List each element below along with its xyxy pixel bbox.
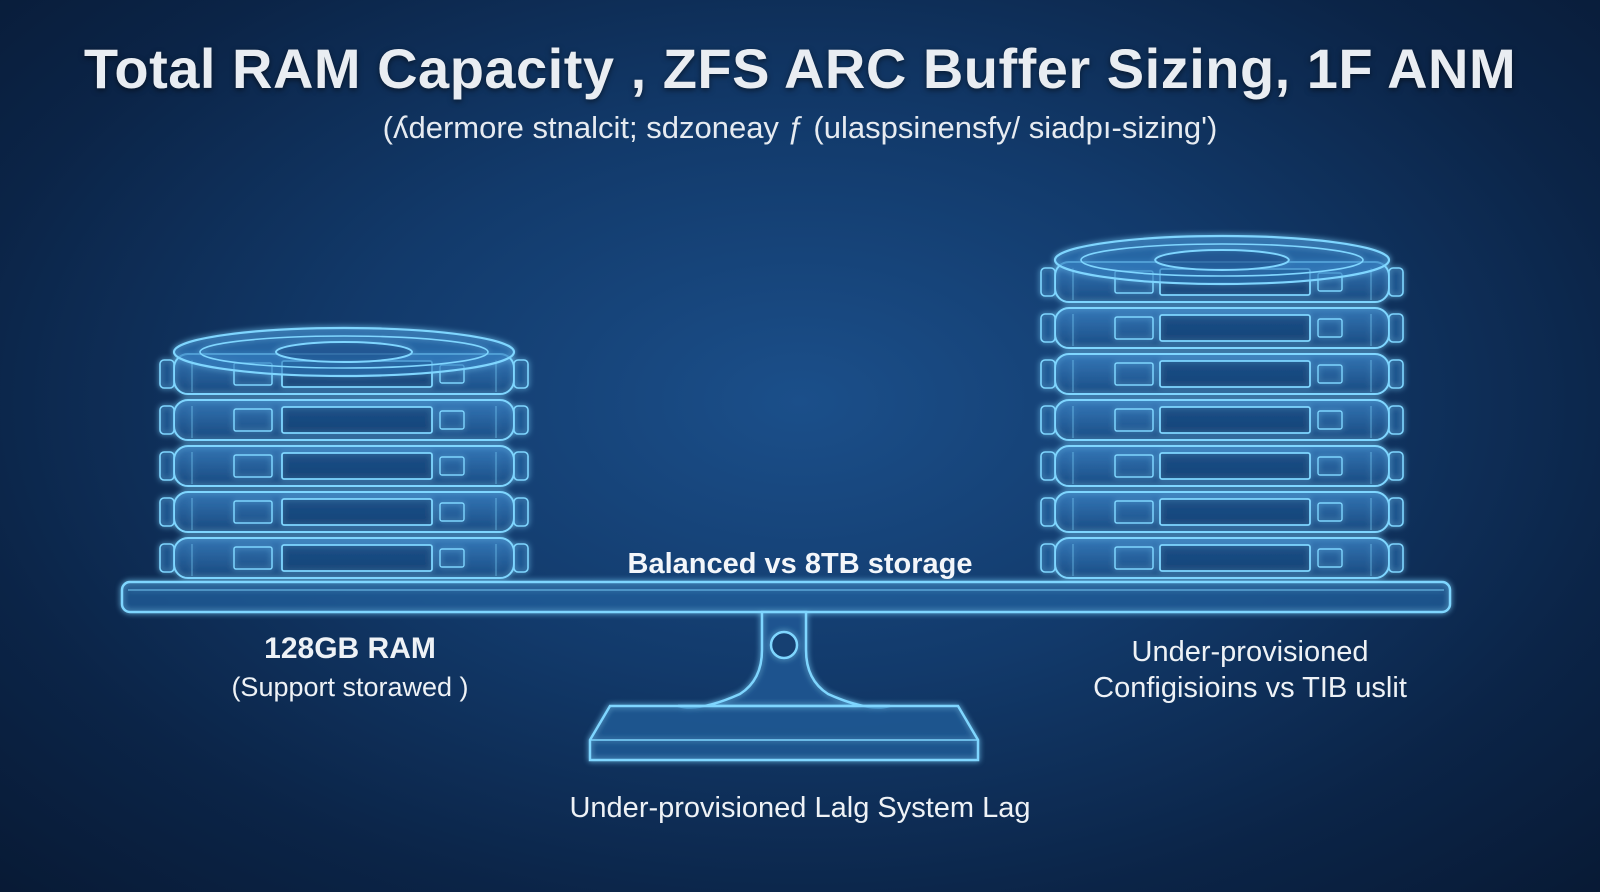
right-server-unit xyxy=(1040,445,1404,487)
balance-base xyxy=(588,704,980,762)
page-subtitle: (ʎdermore stnalcit; sdzoneay ƒ (ulaspsin… xyxy=(382,110,1218,145)
page-title: Total RAM Capacity , ZFS ARC Buffer Sizi… xyxy=(83,37,1517,100)
right-stack-caption-line2: Configisioins vs TIB uslit xyxy=(1093,672,1407,704)
right-server-top-cap xyxy=(1053,234,1391,286)
left-server-top-cap xyxy=(172,326,516,378)
left-server-stack xyxy=(159,326,529,579)
base-caption: Under-provisioned Lalg System Lag xyxy=(569,792,1031,824)
right-server-unit xyxy=(1040,491,1404,533)
right-server-unit xyxy=(1040,399,1404,441)
right-server-unit xyxy=(1040,307,1404,349)
right-server-stack xyxy=(1040,234,1404,579)
pivot-icon xyxy=(769,630,799,660)
right-stack-caption-line1: Under-provisioned xyxy=(1131,636,1369,668)
right-server-unit xyxy=(1040,353,1404,395)
left-stack-title: 128GB RAM xyxy=(264,632,436,665)
beam-label: Balanced vs 8TB storage xyxy=(627,548,973,580)
right-server-unit xyxy=(1040,537,1404,579)
balance-beam xyxy=(120,580,1452,614)
left-server-unit xyxy=(159,399,529,441)
left-server-unit xyxy=(159,445,529,487)
left-stack-caption: (Support storawed ) xyxy=(231,672,469,702)
balance-scale xyxy=(120,580,1452,762)
left-server-unit xyxy=(159,491,529,533)
left-server-unit xyxy=(159,537,529,579)
balance-stand xyxy=(677,610,891,709)
